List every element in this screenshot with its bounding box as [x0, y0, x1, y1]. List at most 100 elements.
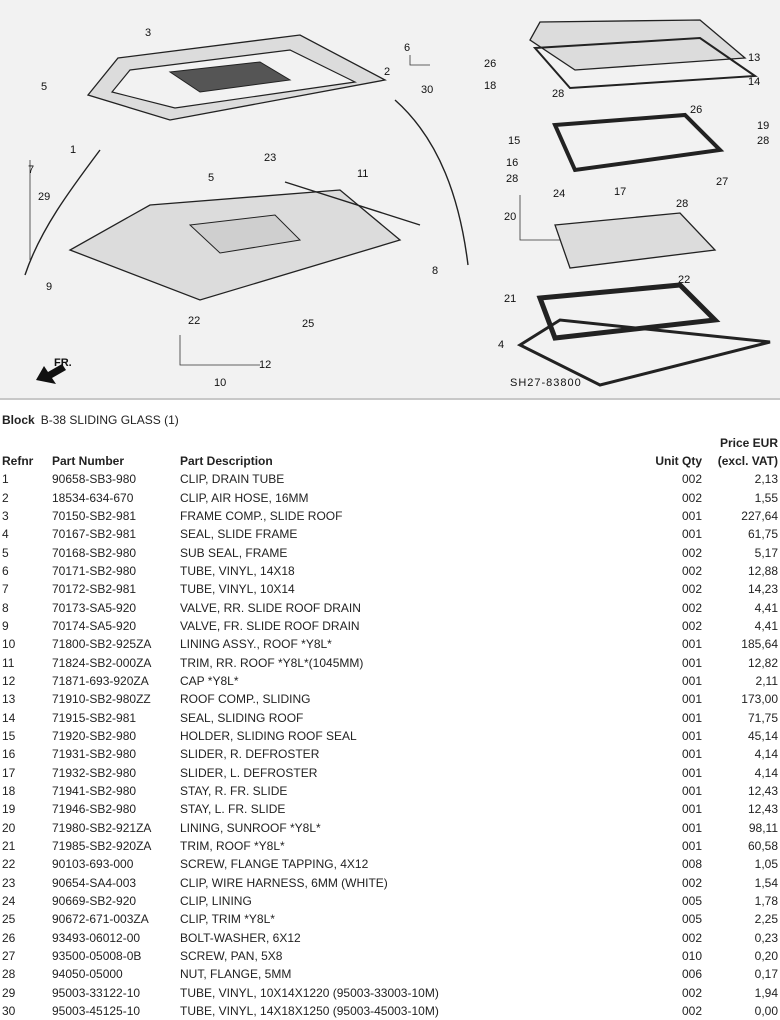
callout-label: 4 — [498, 339, 504, 351]
cell-refnr: 5 — [2, 545, 9, 560]
cell-refnr: 15 — [2, 728, 16, 743]
cell-refnr: 21 — [2, 839, 16, 854]
cell-part-number: 71800-SB2-925ZA — [52, 637, 152, 652]
cell-part-number: 70171-SB2-980 — [52, 563, 137, 578]
cell-price: 1,54 — [754, 875, 778, 890]
callout-label: 20 — [504, 211, 516, 223]
cell-qty: 002 — [681, 563, 702, 578]
callout-label: 27 — [716, 176, 728, 188]
cell-refnr: 24 — [2, 894, 16, 909]
cell-description: VALVE, RR. SLIDE ROOF DRAIN — [180, 600, 361, 615]
cell-refnr: 7 — [2, 582, 9, 597]
cell-refnr: 2 — [2, 490, 9, 505]
cell-description: SUB SEAL, FRAME — [180, 545, 288, 560]
cell-refnr: 18 — [2, 784, 16, 799]
cell-part-number: 71920-SB2-980 — [52, 728, 137, 743]
cell-description: CLIP, LINING — [180, 894, 252, 909]
cell-price: 14,23 — [747, 582, 778, 597]
cell-part-number: 95003-33122-10 — [52, 985, 141, 1000]
callout-label: 19 — [757, 120, 769, 132]
cell-qty: 002 — [681, 490, 702, 505]
cell-description: SCREW, PAN, 5X8 — [180, 949, 283, 964]
cell-qty: 005 — [681, 912, 702, 927]
cell-price: 0,00 — [754, 1004, 778, 1019]
cell-price: 0,17 — [754, 967, 778, 982]
cell-price: 12,88 — [747, 563, 778, 578]
cell-part-number: 70168-SB2-980 — [52, 545, 137, 560]
cell-part-number: 71915-SB2-981 — [52, 710, 137, 725]
cell-qty: 001 — [681, 710, 702, 725]
cell-qty: 002 — [681, 472, 702, 487]
drawing-code: SH27-83800 — [510, 377, 582, 389]
cell-refnr: 12 — [2, 673, 16, 688]
cell-price: 60,58 — [747, 839, 778, 854]
table-row: 9 70174-SA5-920 VALVE, FR. SLIDE ROOF DRAI… — [0, 617, 780, 635]
callout-label: 22 — [188, 315, 200, 327]
cell-description: TRIM, RR. ROOF *Y8L*(1045MM) — [180, 655, 364, 670]
cell-refnr: 9 — [2, 618, 9, 633]
cell-description: CLIP, TRIM *Y8L* — [180, 912, 275, 927]
cell-refnr: 19 — [2, 802, 16, 817]
cell-refnr: 1 — [2, 472, 9, 487]
cell-price: 12,43 — [747, 802, 778, 817]
callout-label: 7 — [28, 164, 34, 176]
cell-description: CLIP, AIR HOSE, 16MM — [180, 490, 309, 505]
cell-description: TUBE, VINYL, 14X18X1250 (95003-45003-10M… — [180, 1004, 439, 1019]
cell-refnr: 29 — [2, 985, 16, 1000]
callout-label: 13 — [748, 52, 760, 64]
cell-part-number: 90654-SA4-003 — [52, 875, 137, 890]
cell-qty: 001 — [681, 784, 702, 799]
callout-label: 28 — [552, 88, 564, 100]
callout-label: 12 — [259, 359, 271, 371]
cell-qty: 001 — [681, 508, 702, 523]
direction-label: FR. — [54, 357, 72, 369]
cell-part-number: 70174-SA5-920 — [52, 618, 137, 633]
cell-part-number: 71824-SB2-000ZA — [52, 655, 152, 670]
callout-label: 21 — [504, 293, 516, 305]
cell-qty: 002 — [681, 1004, 702, 1019]
callout-label: 22 — [678, 274, 690, 286]
cell-refnr: 20 — [2, 820, 16, 835]
cell-refnr: 17 — [2, 765, 16, 780]
cell-price: 5,17 — [754, 545, 778, 560]
cell-part-number: 71985-SB2-920ZA — [52, 839, 152, 854]
cell-description: VALVE, FR. SLIDE ROOF DRAIN — [180, 618, 360, 633]
cell-refnr: 28 — [2, 967, 16, 982]
parts-table: Refnr Part Number Part Description Unit … — [0, 434, 780, 1020]
cell-part-number: 71932-SB2-980 — [52, 765, 137, 780]
cell-refnr: 3 — [2, 508, 9, 523]
cell-qty: 001 — [681, 527, 702, 542]
cell-price: 2,25 — [754, 912, 778, 927]
cell-refnr: 8 — [2, 600, 9, 615]
cell-description: CLIP, WIRE HARNESS, 6MM (WHITE) — [180, 875, 388, 890]
cell-refnr: 23 — [2, 875, 16, 890]
cell-price: 1,55 — [754, 490, 778, 505]
callout-label: 14 — [748, 76, 760, 88]
callout-label: 28 — [757, 135, 769, 147]
header-qty: Unit Qty — [655, 454, 702, 468]
cell-price: 2,11 — [755, 673, 778, 688]
callout-label: 28 — [506, 173, 518, 185]
cell-qty: 002 — [681, 875, 702, 890]
cell-qty: 001 — [681, 692, 702, 707]
cell-refnr: 13 — [2, 692, 16, 707]
callout-label: 25 — [302, 318, 314, 330]
callout-label: 6 — [404, 42, 410, 54]
